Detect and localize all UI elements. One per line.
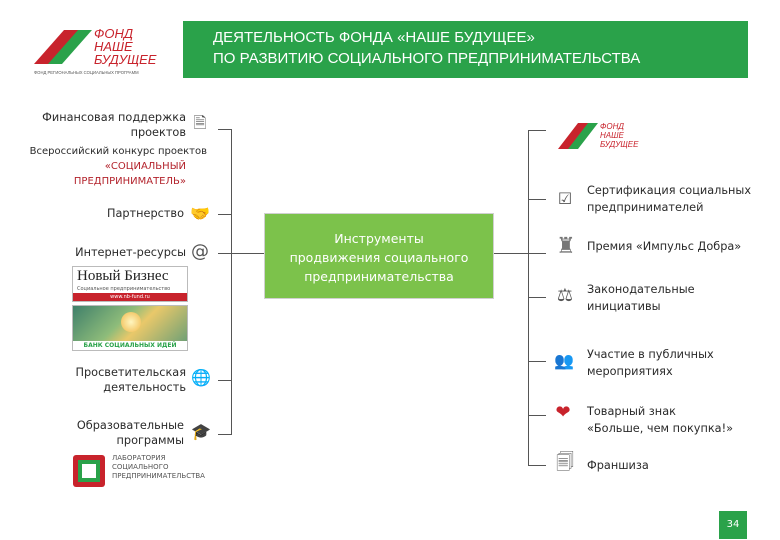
contest-label: Всероссийский конкурс проектов xyxy=(0,144,207,159)
events-line2: мероприятиях xyxy=(587,363,767,380)
law-line2: инициативы xyxy=(587,298,767,315)
mini-logo-line3: БУДУЩЕЕ xyxy=(600,140,639,149)
globe-icon: 🌐 xyxy=(191,369,211,387)
connector xyxy=(528,415,546,416)
certification-label: Сертификация социальных предпринимателей xyxy=(587,182,767,216)
header-title-line2: ПО РАЗВИТИЮ СОЦИАЛЬНОГО ПРЕДПРИНИМАТЕЛЬС… xyxy=(213,48,748,69)
connector xyxy=(218,434,232,435)
legislative-label: Законодательные инициативы xyxy=(587,281,767,315)
lab-text: ЛАБОРАТОРИЯ СОЦИАЛЬНОГО ПРЕДПРИНИМАТЕЛЬС… xyxy=(112,454,205,481)
connector xyxy=(528,199,546,200)
cert-line2: предпринимателей xyxy=(587,199,767,216)
bank-ideas-label: БАНК СОЦИАЛЬНЫХ ИДЕЙ xyxy=(73,341,187,350)
fund-logo: ФОНД НАШЕ БУДУЩЕЕ ФОНД РЕГИОНАЛЬНЫХ СОЦИ… xyxy=(34,24,174,76)
handshake-icon: 🤝 xyxy=(189,205,211,223)
brand-line1: Товарный знак xyxy=(587,403,767,420)
logo-line3: БУДУЩЕЕ xyxy=(94,52,157,67)
prize-label: Премия «Импульс Добра» xyxy=(587,238,767,255)
center-line2: продвижения социального xyxy=(265,248,493,267)
center-right-connector xyxy=(494,253,528,254)
fund-mini-logo: ФОНД НАШЕ БУДУЩЕЕ xyxy=(556,115,646,155)
connector xyxy=(218,380,232,381)
new-business-banner[interactable]: Новый Бизнес Социальное предпринимательс… xyxy=(72,266,188,302)
document-icon: 🗎 xyxy=(190,114,210,132)
center-left-connector xyxy=(218,253,264,254)
connector xyxy=(218,214,232,215)
edu-line1: Просветительская xyxy=(40,365,186,380)
center-line3: предпринимательства xyxy=(265,267,493,286)
people-group-icon: 👥 xyxy=(549,348,579,374)
bank-ideas-banner[interactable]: БАНК СОЦИАЛЬНЫХ ИДЕЙ xyxy=(72,305,188,351)
educational-activity-label: Просветительская деятельность xyxy=(40,365,186,395)
fin-line1: Финансовая поддержка xyxy=(20,110,186,125)
lab-logo: ЛАБОРАТОРИЯ СОЦИАЛЬНОГО ПРЕДПРИНИМАТЕЛЬС… xyxy=(72,452,212,490)
graduation-cap-icon: 🎓 xyxy=(190,423,212,441)
documents-stack-icon: 🗐 xyxy=(554,454,576,472)
tools-center-box: Инструменты продвижения социального пред… xyxy=(264,213,494,299)
lab-line1: ЛАБОРАТОРИЯ xyxy=(112,454,205,463)
events-line1: Участие в публичных xyxy=(587,346,767,363)
law-line1: Законодательные xyxy=(587,281,767,298)
mini-logo-line2: НАШЕ xyxy=(600,131,624,140)
brand-line2: «Больше, чем покупка!» xyxy=(587,420,767,437)
lab-line3: ПРЕДПРИНИМАТЕЛЬСТВА xyxy=(112,472,205,481)
nb-subtitle: Социальное предпринимательство xyxy=(77,286,170,292)
fin-line2: проектов xyxy=(20,125,186,140)
contest-line1: Всероссийский конкурс проектов xyxy=(0,144,207,159)
certificate-check-icon: ☑ xyxy=(554,190,576,208)
internet-resources-label: Интернет-ресурсы xyxy=(40,245,186,260)
education-programs-label: Образовательные программы xyxy=(40,418,184,448)
prog-line1: Образовательные xyxy=(40,418,184,433)
contest-line3: ПРЕДПРИНИМАТЕЛЬ» xyxy=(0,174,186,189)
page-number: 34 xyxy=(719,511,747,539)
financial-support-label: Финансовая поддержка проектов xyxy=(20,110,186,140)
header-title-line1: ДЕЯТЕЛЬНОСТЬ ФОНДА «НАШЕ БУДУЩЕЕ» xyxy=(213,27,748,48)
franchise-label: Франшиза xyxy=(587,457,767,474)
connector xyxy=(528,361,546,362)
public-events-label: Участие в публичных мероприятиях xyxy=(587,346,767,380)
connector xyxy=(528,297,546,298)
header-banner: ДЕЯТЕЛЬНОСТЬ ФОНДА «НАШЕ БУДУЩЕЕ» ПО РАЗ… xyxy=(183,21,748,78)
fund-logo-mark: ФОНД НАШЕ БУДУЩЕЕ ФОНД РЕГИОНАЛЬНЫХ СОЦИ… xyxy=(34,24,174,76)
partnership-label: Партнерство xyxy=(40,206,184,221)
contest-name: «СОЦИАЛЬНЫЙ ПРЕДПРИНИМАТЕЛЬ» xyxy=(0,159,186,189)
nb-title: Новый Бизнес xyxy=(77,268,169,285)
cert-line1: Сертификация социальных xyxy=(587,182,767,199)
connector xyxy=(218,129,232,130)
connector xyxy=(528,130,546,131)
lab-line2: СОЦИАЛЬНОГО xyxy=(112,463,205,472)
edu-line2: деятельность xyxy=(40,380,186,395)
trademark-label: Товарный знак «Больше, чем покупка!» xyxy=(587,403,767,437)
heart-hands-icon: ❤ xyxy=(548,404,578,422)
connector xyxy=(528,465,546,466)
scales-icon: ⚖ xyxy=(554,287,576,305)
lightbulb-icon xyxy=(121,312,141,332)
center-line1: Инструменты xyxy=(265,229,493,248)
logo-tagline: ФОНД РЕГИОНАЛЬНЫХ СОЦИАЛЬНЫХ ПРОГРАММ xyxy=(34,70,139,75)
prog-line2: программы xyxy=(40,433,184,448)
contest-line2: «СОЦИАЛЬНЫЙ xyxy=(0,159,186,174)
fund-mini-logo-mark: ФОНД НАШЕ БУДУЩЕЕ xyxy=(556,115,646,155)
mini-logo-line1: ФОНД xyxy=(600,122,624,131)
award-statue-icon: ♜ xyxy=(553,230,579,264)
nb-url: www.nb-fund.ru xyxy=(73,293,187,301)
left-trunk-line xyxy=(231,129,232,435)
connector xyxy=(528,253,546,254)
at-sign-icon: @ xyxy=(190,243,210,261)
lab-logo-mark xyxy=(72,454,106,488)
